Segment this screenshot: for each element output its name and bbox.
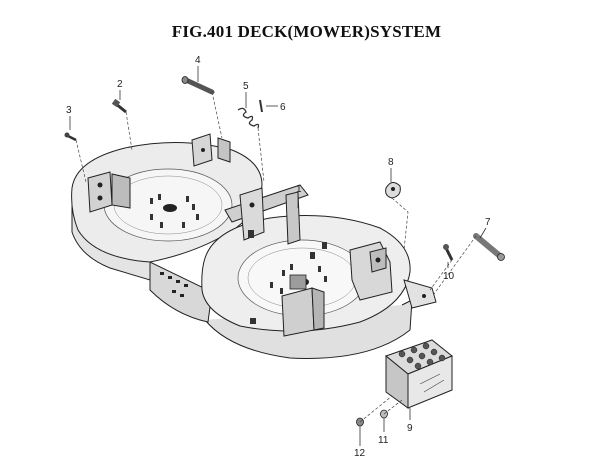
callout-1: 1 xyxy=(296,184,302,195)
callout-8: 8 xyxy=(388,157,394,168)
part-10-bolt xyxy=(443,244,454,261)
callout-4: 4 xyxy=(195,55,201,66)
callout-labels: 1 2 3 4 5 6 7 8 9 10 11 12 xyxy=(66,55,491,459)
part-7-pin xyxy=(473,233,505,261)
callout-11: 11 xyxy=(378,435,389,446)
figure-title: FIG.401 DECK(MOWER)SYSTEM xyxy=(171,22,442,41)
part-3-bolt xyxy=(64,132,77,142)
part-4-pin xyxy=(181,76,215,95)
part-2-bolt xyxy=(111,98,127,114)
callout-9: 9 xyxy=(407,423,413,434)
part-5-spring xyxy=(237,107,260,129)
callout-7: 7 xyxy=(485,217,491,228)
callout-10: 10 xyxy=(443,271,455,282)
part-6-pin xyxy=(259,99,263,113)
callout-12: 12 xyxy=(354,448,366,459)
callout-2: 2 xyxy=(117,79,123,90)
part-9-bracket xyxy=(384,339,453,409)
callout-3: 3 xyxy=(66,105,72,116)
callout-5: 5 xyxy=(243,81,249,92)
mower-deck xyxy=(71,133,437,359)
callout-6: 6 xyxy=(280,102,286,113)
part-8-clip xyxy=(385,182,401,199)
